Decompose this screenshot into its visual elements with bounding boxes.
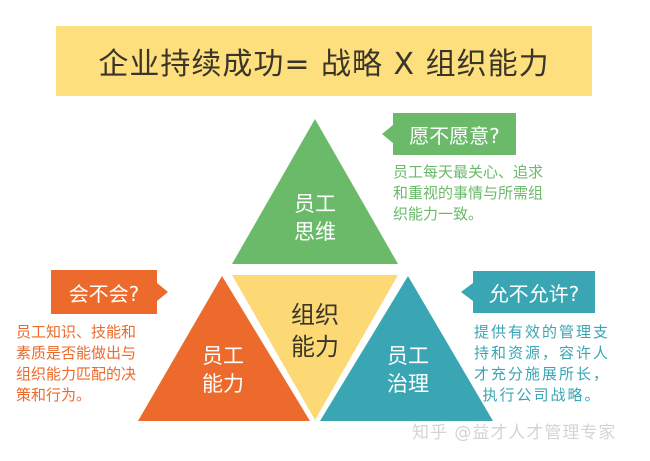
label-line: 能力 bbox=[202, 372, 244, 396]
left-triangle-label: 员工 能力 bbox=[183, 342, 263, 398]
callout-question: 愿不愿意? bbox=[409, 123, 500, 148]
callout-top: 愿不愿意? bbox=[393, 113, 516, 155]
desc-line: 提供有效的管理支 bbox=[474, 323, 611, 341]
title-banner: 企业持续成功= 战略 X 组织能力 bbox=[56, 26, 592, 96]
callout-arrow-right bbox=[461, 283, 473, 301]
center-triangle-yellow bbox=[232, 275, 398, 420]
center-triangle-label: 组织 能力 bbox=[275, 299, 355, 363]
desc-line: 执行公司战略。 bbox=[482, 386, 602, 404]
desc-line: 员工知识、技能和 bbox=[16, 323, 137, 341]
top-triangle-label: 员工 思维 bbox=[275, 190, 355, 246]
desc-line: 和重视的事情与所需组 bbox=[393, 184, 544, 202]
desc-line: 织能力一致。 bbox=[393, 205, 484, 223]
top-triangle-green bbox=[232, 119, 398, 264]
title-text: 企业持续成功= 战略 X 组织能力 bbox=[98, 47, 550, 82]
desc-line: 持和资源，容许人 bbox=[474, 344, 611, 362]
label-line: 治理 bbox=[387, 372, 429, 396]
desc-line: 策和行为。 bbox=[16, 386, 92, 404]
left-triangle-orange bbox=[138, 276, 310, 421]
description-right: 提供有效的管理支 持和资源，容许人 才充分施展所长， 执行公司战略。 bbox=[474, 322, 610, 406]
desc-line: 才充分施展所长， bbox=[474, 365, 611, 383]
callout-question: 会不会? bbox=[68, 281, 140, 306]
label-line: 员工 bbox=[387, 344, 429, 368]
right-triangle-teal bbox=[320, 276, 493, 421]
callout-right: 允不允许? bbox=[473, 271, 595, 313]
callout-left: 会不会? bbox=[51, 270, 157, 314]
label-line: 思维 bbox=[294, 220, 336, 244]
callout-arrow-top bbox=[382, 125, 393, 143]
description-left: 员工知识、技能和 素质是否能做出与 组织能力匹配的决 策和行为。 bbox=[16, 322, 136, 406]
label-line: 组织 bbox=[291, 301, 339, 329]
desc-line: 员工每天最关心、追求 bbox=[393, 163, 544, 181]
right-triangle-label: 员工 治理 bbox=[368, 342, 448, 398]
callout-arrow-left bbox=[157, 283, 168, 301]
label-line: 能力 bbox=[291, 333, 339, 361]
callout-question: 允不允许? bbox=[488, 281, 580, 306]
desc-line: 素质是否能做出与 bbox=[16, 344, 137, 362]
label-line: 员工 bbox=[202, 344, 244, 368]
desc-line: 组织能力匹配的决 bbox=[16, 365, 137, 383]
label-line: 员工 bbox=[294, 192, 336, 216]
watermark: 知乎 @益才人才管理专家 bbox=[412, 423, 617, 443]
description-top: 员工每天最关心、追求 和重视的事情与所需组 织能力一致。 bbox=[393, 162, 543, 225]
